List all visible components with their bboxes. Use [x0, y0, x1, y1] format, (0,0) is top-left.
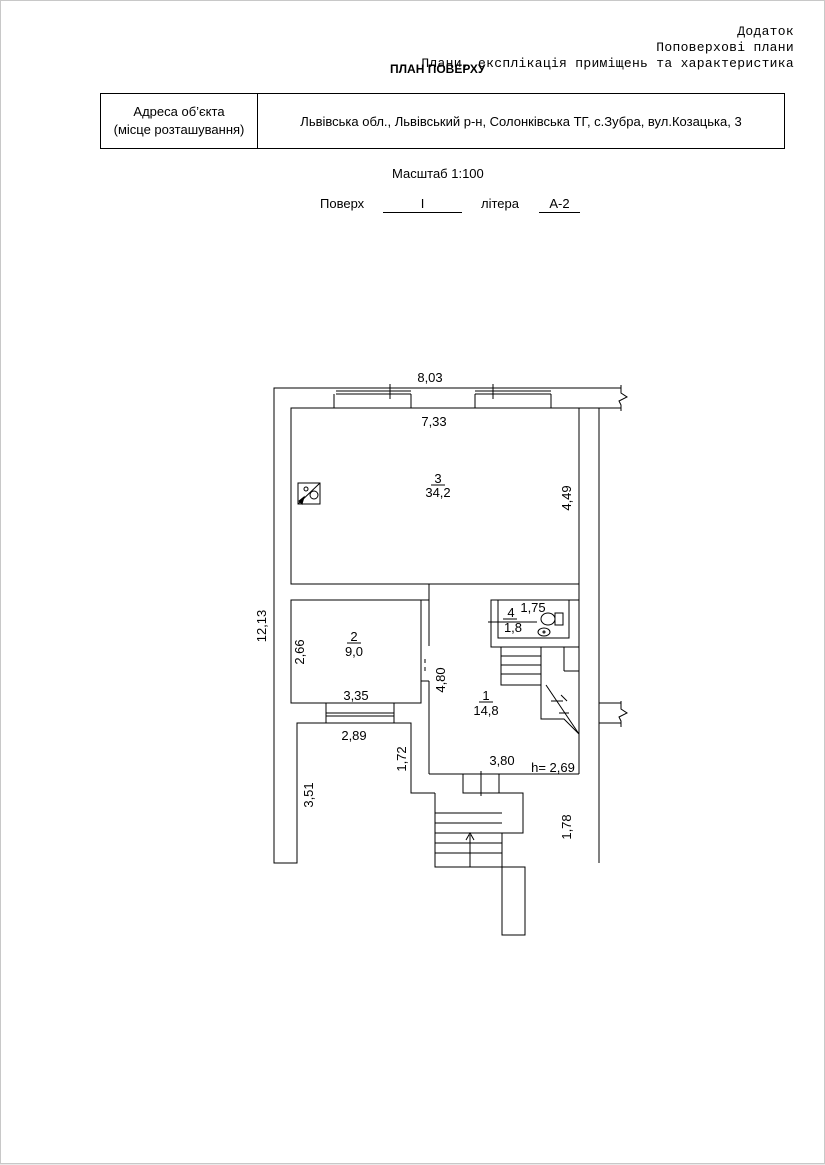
appendix-label: Додаток	[737, 24, 794, 39]
dim-right-lower-height: 1,78	[559, 814, 574, 839]
page-title: ПЛАН ПОВЕРХУ	[390, 62, 486, 76]
dim-total-height: 12,13	[254, 610, 269, 643]
litera-label: літера	[481, 196, 519, 211]
break-mark-top	[618, 385, 628, 411]
dim-lower-left-height: 3,51	[301, 782, 316, 807]
internal-staircase	[500, 647, 580, 735]
window-top-right	[475, 384, 551, 399]
dim-room-3-height: 4,49	[559, 485, 574, 510]
room-3-number: 3	[434, 471, 441, 486]
window-room-2	[325, 702, 395, 724]
room-2-number: 2	[350, 629, 357, 644]
plans-explication-label: Плани, експлікація приміщень та характер…	[421, 56, 794, 71]
wc-fixture	[540, 612, 564, 626]
dim-step: 1,72	[394, 746, 409, 771]
inner-wall-line-left	[290, 407, 334, 584]
porch-wall	[501, 866, 526, 936]
room-4-area: 1,8	[504, 620, 522, 635]
dim-top-outer: 8,03	[417, 370, 442, 385]
address-label-cell: Адреса об’єкта (місце розташування)	[100, 93, 258, 149]
address-label: Адреса об’єкта	[133, 104, 225, 119]
dim-lower-left-width: 2,89	[341, 728, 366, 743]
room-2-area: 9,0	[345, 644, 363, 659]
dim-top-inner: 7,33	[421, 414, 446, 429]
dim-room-2-height: 2,66	[292, 639, 307, 664]
entrance-door	[462, 771, 500, 796]
dim-ceiling-height: h= 2,69	[531, 760, 575, 775]
break-mark-bottom	[618, 701, 628, 727]
address-value: Львівська обл., Львівський р-н, Солонків…	[257, 93, 785, 149]
address-label-note: (місце розташування)	[113, 122, 245, 137]
floor-plans-label: Поповерхові плани	[656, 40, 794, 55]
room-4-number: 4	[507, 605, 514, 620]
address-table: Адреса об’єкта (місце розташування) Льві…	[100, 93, 785, 149]
dim-room-1-width: 3,80	[489, 753, 514, 768]
dim-room-4-width: 1,75	[520, 600, 545, 615]
floor-value: І	[383, 196, 462, 213]
scale-label: Масштаб 1:100	[392, 166, 484, 181]
dim-room-2-width: 3,35	[343, 688, 368, 703]
room-1-area: 14,8	[473, 703, 498, 718]
room-3-area: 34,2	[425, 485, 450, 500]
outside-staircase	[434, 793, 502, 868]
window-top-left	[336, 384, 411, 399]
room-1-number: 1	[482, 688, 489, 703]
floor-label: Поверх	[320, 196, 365, 211]
dim-room-1-height: 4,80	[433, 667, 448, 692]
washbasin-fixture	[537, 627, 551, 637]
litera-value: А-2	[539, 196, 580, 213]
